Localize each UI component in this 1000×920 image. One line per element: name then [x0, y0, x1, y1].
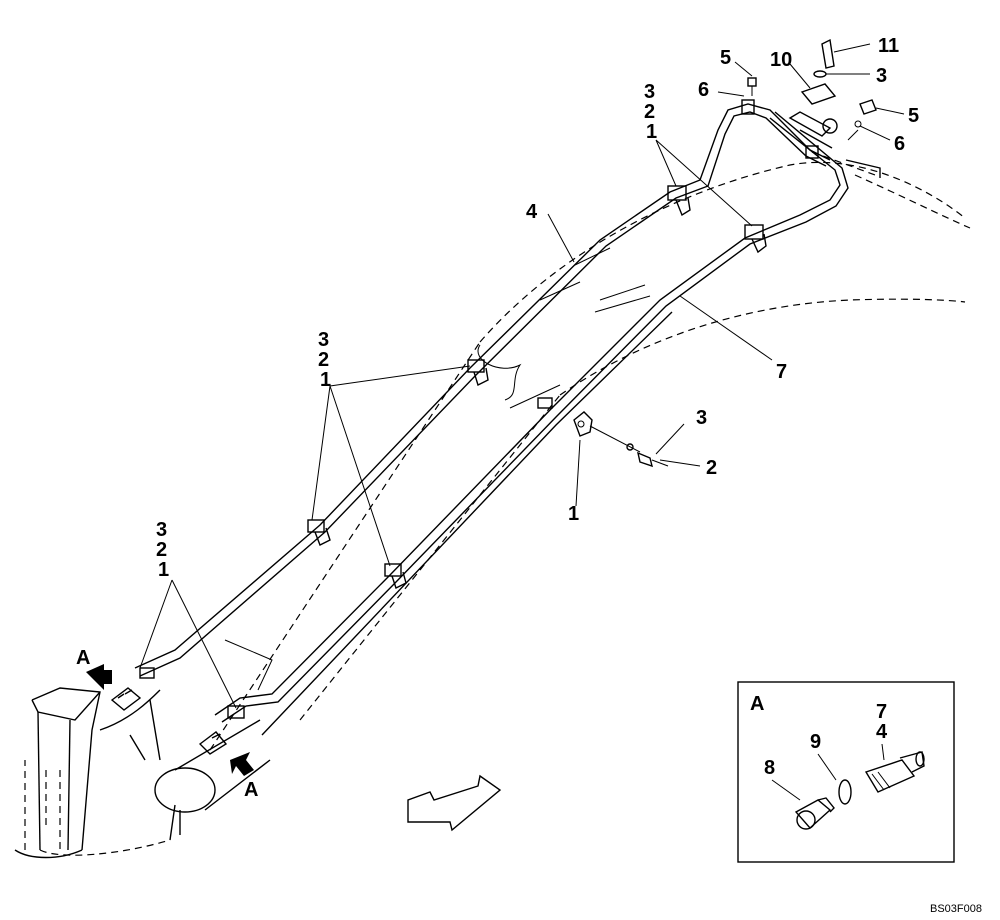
detail-a-callout-7: 7 [876, 701, 887, 723]
view-a-label-bottom: A [244, 779, 258, 801]
boom-outline [24, 161, 971, 856]
pipe-clamps [139, 99, 819, 719]
callout-6-top: 6 [698, 79, 709, 101]
machine-front-arrow [407, 774, 502, 832]
callout-2-low-group: 2 [156, 539, 167, 561]
callout-6-right: 6 [894, 133, 905, 155]
pipe-4 [134, 103, 831, 677]
callout-4: 4 [526, 201, 538, 223]
pipe-7 [214, 111, 849, 736]
exploded-clamp [573, 411, 669, 468]
leader-lines [139, 43, 905, 709]
top-fittings [747, 38, 881, 178]
callout-3-top-right: 3 [876, 65, 887, 87]
drawing-code: BS03F008 [930, 903, 982, 915]
detail-a-callout-4: 4 [876, 721, 888, 743]
callout-3-low-group: 3 [156, 519, 167, 541]
callout-2-mid-group: 2 [318, 349, 329, 371]
callout-5-top: 5 [720, 47, 731, 69]
hose-couplers [110, 687, 228, 755]
callout-numbers: 5 6 10 11 3 5 6 3 2 1 4 7 3 2 1 3 2 1 3 … [76, 35, 919, 801]
callout-2-clamp: 2 [706, 457, 717, 479]
detail-a-callout-9: 9 [810, 731, 821, 753]
detail-a-box: A 7 4 9 8 [737, 681, 955, 863]
callout-1-mid-group: 1 [320, 369, 331, 391]
arm-end-bracket [14, 639, 273, 859]
callout-3-clamp: 3 [696, 407, 707, 429]
callout-1-low-group: 1 [158, 559, 169, 581]
callout-2-top-group: 2 [644, 101, 655, 123]
callout-11: 11 [878, 35, 899, 57]
callout-1-clamp: 1 [568, 503, 579, 525]
callout-5-right: 5 [908, 105, 919, 127]
callout-10: 10 [770, 49, 792, 71]
callout-3-mid-group: 3 [318, 329, 329, 351]
detail-a-callout-8: 8 [764, 757, 775, 779]
callout-3-top-group: 3 [644, 81, 655, 103]
view-a-arrows [86, 664, 254, 776]
callout-7: 7 [776, 361, 787, 383]
view-a-label-left: A [76, 647, 90, 669]
callout-1-top-group: 1 [646, 121, 657, 143]
detail-a-title: A [750, 693, 764, 715]
